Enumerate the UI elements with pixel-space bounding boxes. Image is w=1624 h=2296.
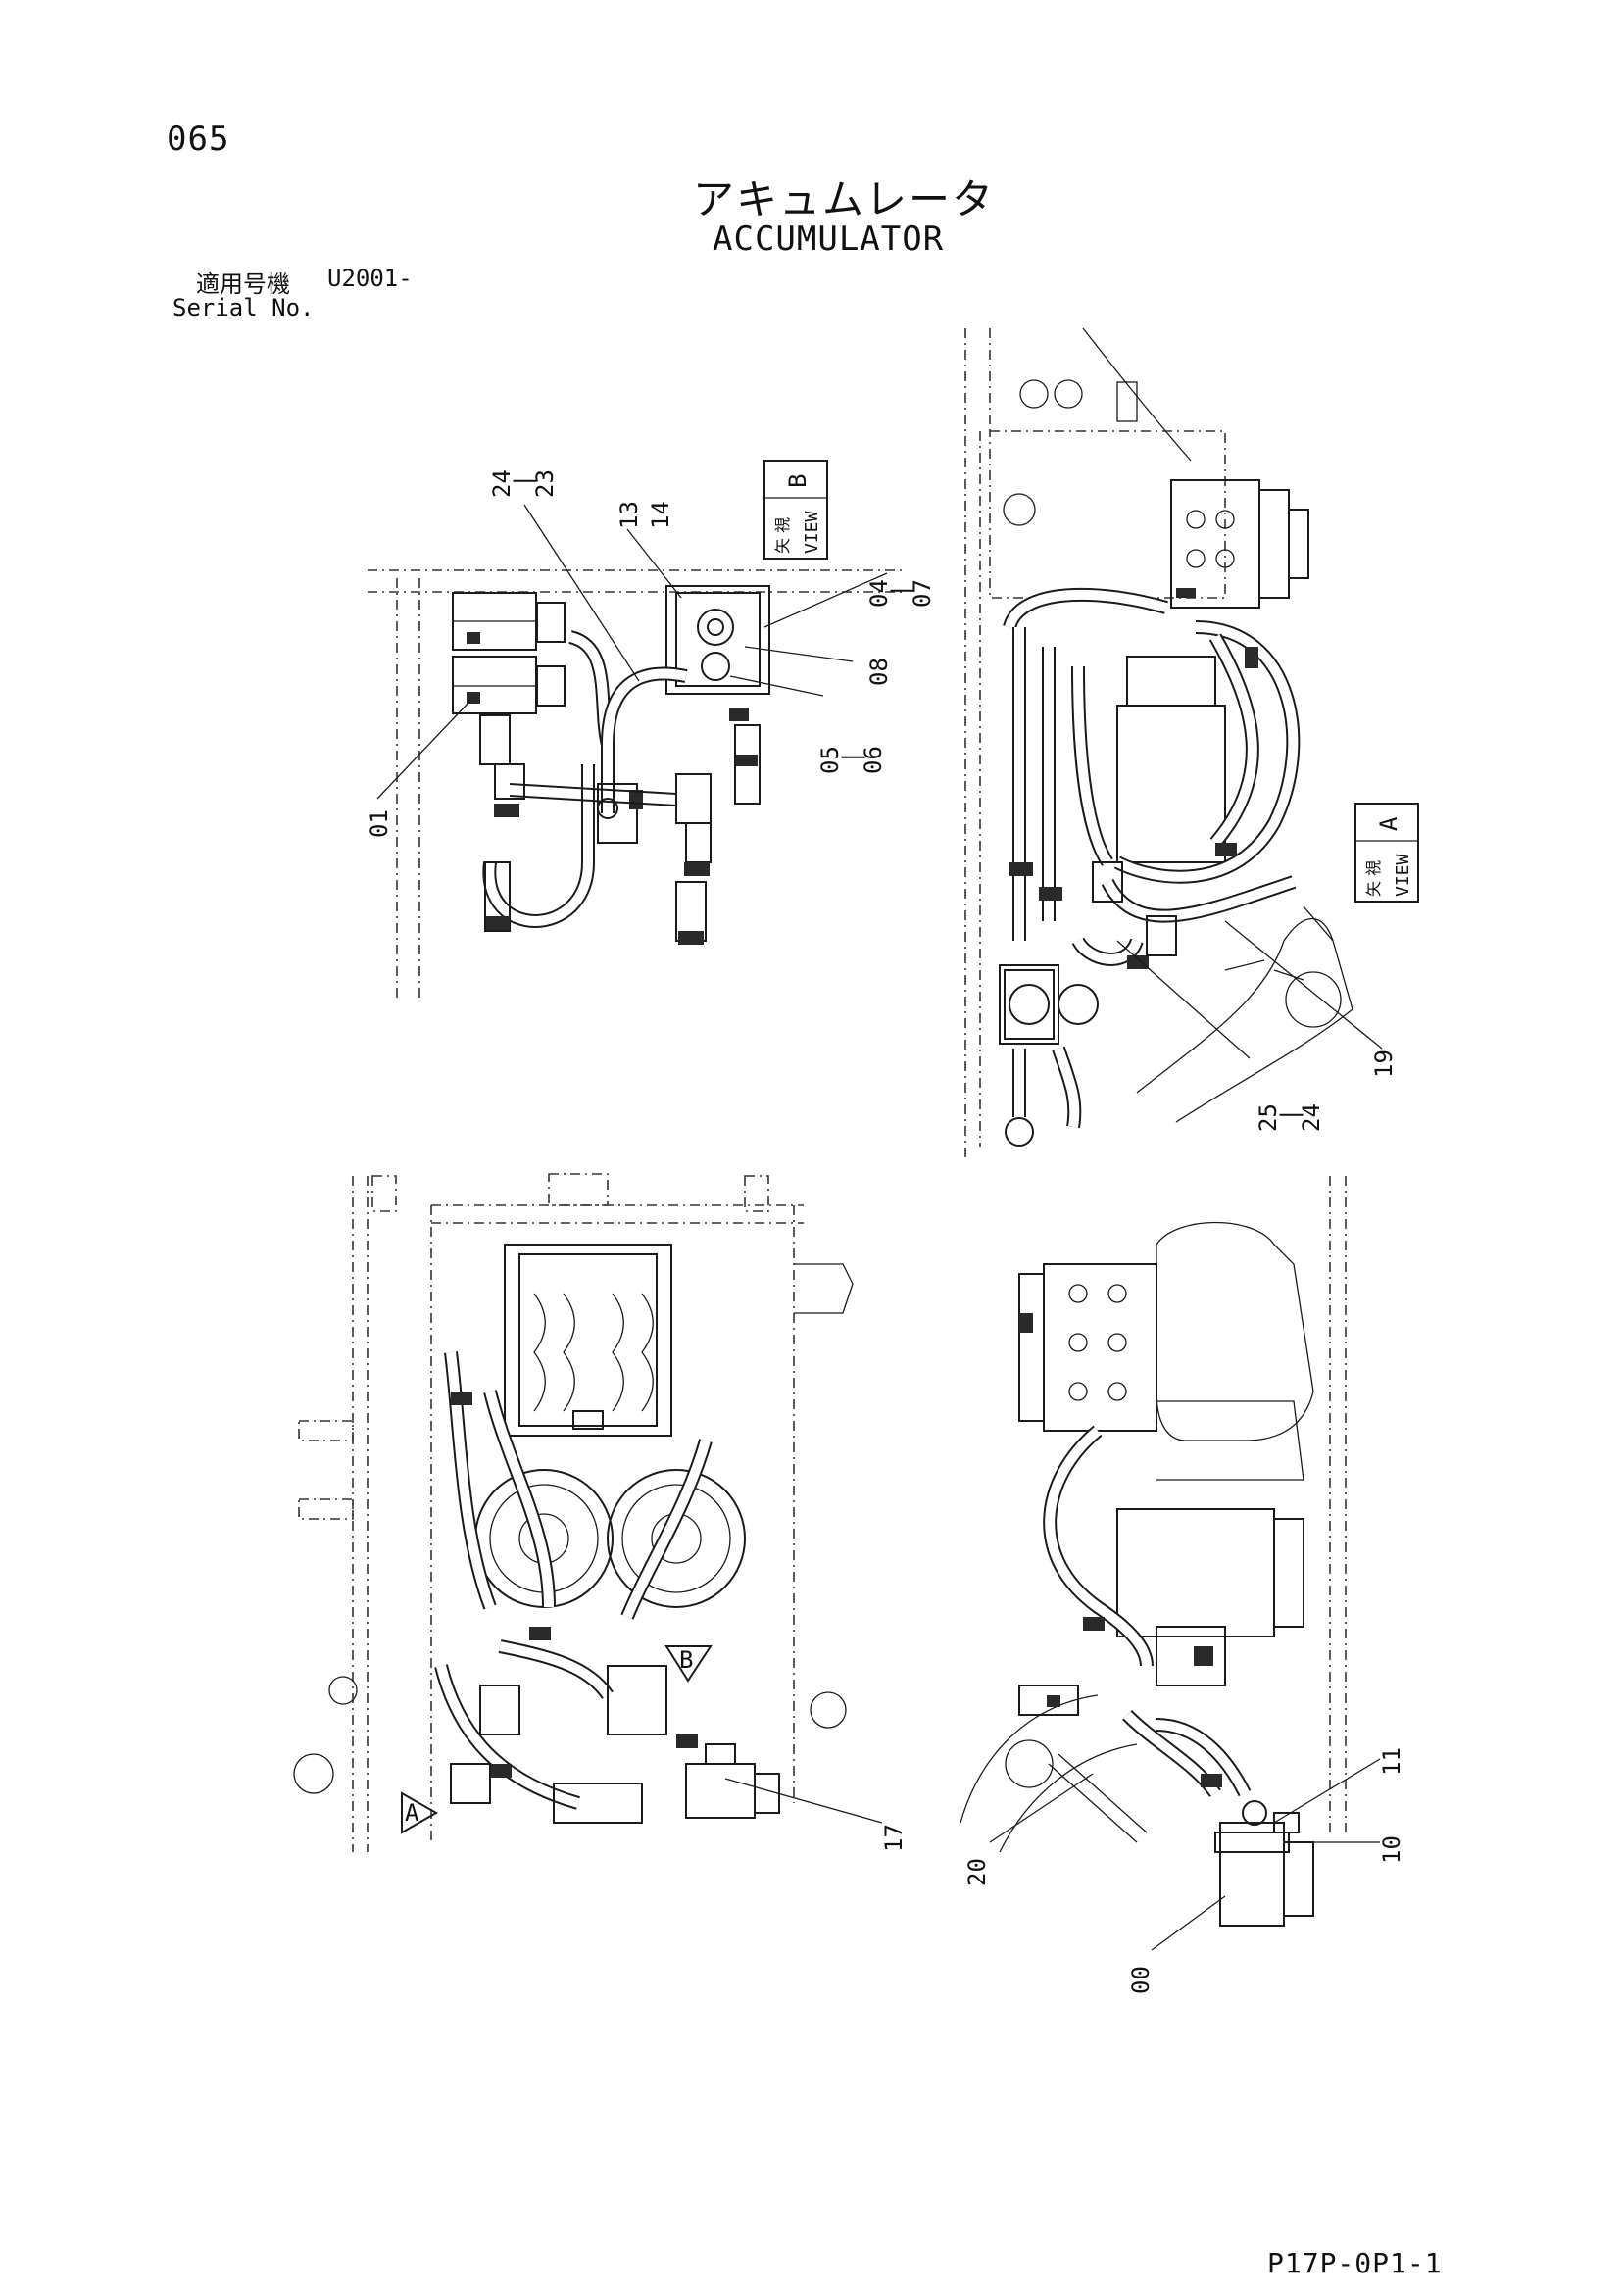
arrow-marker-b-letter: B	[679, 1646, 693, 1674]
callout-07: 07	[909, 579, 936, 608]
callout-14: 14	[647, 501, 674, 529]
callout-08: 08	[865, 658, 893, 686]
callout-20: 20	[963, 1858, 991, 1886]
callout-24-23-range: |	[510, 474, 537, 488]
serial-label-japanese: 適用号機	[196, 270, 290, 298]
callout-05: 05	[816, 746, 844, 774]
callout-20-text: 20	[963, 1858, 991, 1886]
callout-04: 04	[865, 579, 893, 608]
callout-19: 19	[1370, 1050, 1398, 1078]
callout-17-text: 17	[880, 1824, 908, 1852]
title-english: ACCUMULATOR	[713, 220, 945, 259]
accumulator-a	[999, 964, 1099, 1147]
callout-25-24-range: |	[1276, 1108, 1304, 1122]
view-a-label: 矢 視 VIEW A	[1354, 803, 1419, 903]
plan-view-drawing: B A 17	[293, 1173, 908, 1852]
callout-00-text: 00	[1127, 1966, 1155, 1994]
view-a-label-ja: 矢 視	[1364, 860, 1383, 897]
callout-04-07-range: |	[887, 584, 914, 598]
callout-08-text: 08	[865, 658, 893, 686]
callout-06: 06	[860, 746, 887, 774]
arrow-marker-a-letter: A	[405, 1799, 419, 1827]
view-a-label-en: VIEW	[1393, 854, 1413, 897]
callout-05-06: 05 | 06	[816, 746, 887, 774]
accumulator-01	[452, 592, 566, 714]
callout-10: 10	[1378, 1835, 1405, 1864]
callout-13-14: 13 14	[615, 501, 674, 529]
arrow-marker-a: A	[401, 1791, 439, 1834]
valve-block-b	[665, 585, 770, 721]
callout-25-24: 25 | 24	[1255, 1103, 1325, 1132]
callout-23: 23	[531, 469, 559, 498]
view-a-letter: A	[1375, 816, 1403, 831]
fittings-b	[479, 714, 761, 945]
callout-24: 24	[488, 469, 516, 498]
page-number: 065	[167, 120, 230, 159]
swing-motors	[474, 1469, 746, 1608]
callout-19-text: 19	[1370, 1050, 1398, 1078]
callout-11: 11	[1378, 1747, 1405, 1776]
callout-04-07: 04 | 07	[865, 579, 936, 608]
view-b-letter: B	[784, 474, 812, 488]
callout-10-text: 10	[1378, 1835, 1405, 1864]
title-japanese: アキュムレータ	[693, 175, 996, 223]
callout-01: 01	[366, 809, 393, 838]
callout-11-text: 11	[1378, 1747, 1405, 1776]
accumulator-side	[1214, 1800, 1314, 1927]
serial-number-value: U2001-	[327, 265, 413, 292]
control-valve-side	[1018, 1263, 1157, 1432]
serial-label-english: Serial No.	[172, 294, 315, 321]
callout-17: 17	[880, 1824, 908, 1852]
drawing-code: P17P-0P1-1	[1267, 2247, 1443, 2279]
view-b-label-en: VIEW	[802, 511, 822, 554]
callout-25: 25	[1255, 1103, 1282, 1132]
view-b-label-ja: 矢 視	[773, 517, 792, 554]
callout-05-06-range: |	[838, 751, 865, 764]
arrow-marker-b: B	[664, 1645, 713, 1683]
callout-24-a: 24	[1298, 1103, 1325, 1132]
engine	[504, 1244, 672, 1437]
callout-01-text: 01	[366, 809, 393, 838]
view-b-label: 矢 視 VIEW B	[763, 460, 828, 560]
view-b-drawing: 矢 視 VIEW B 24 | 23 13 14 04 | 07 08 05	[366, 460, 936, 1000]
callout-00: 00	[1127, 1966, 1155, 1994]
side-view-drawing: 11 10 20 00	[960, 1176, 1405, 1994]
callout-13: 13	[615, 501, 643, 529]
callout-24-23: 24 | 23	[488, 469, 559, 498]
view-a-drawing: 矢 視 VIEW A 25 | 24 19	[964, 327, 1419, 1161]
control-valve-a	[1170, 479, 1309, 609]
